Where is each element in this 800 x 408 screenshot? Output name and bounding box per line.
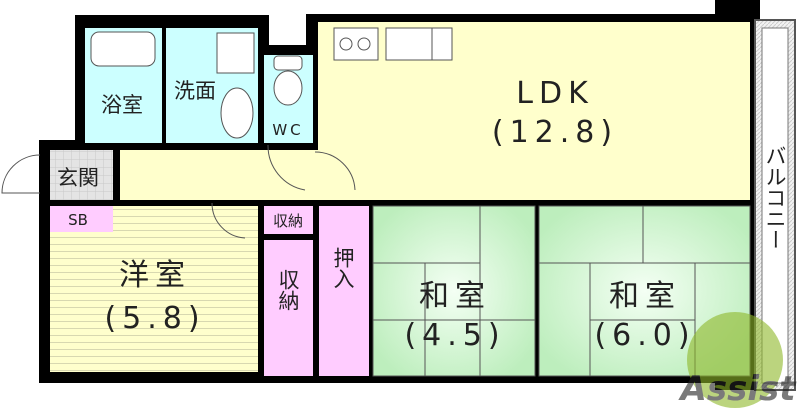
entrance-label: 玄関 bbox=[57, 166, 99, 190]
shoebox bbox=[50, 206, 113, 232]
kitchen-sink-icon bbox=[385, 27, 433, 61]
ldk-size: (12.8) bbox=[492, 115, 618, 150]
stove-icon bbox=[333, 27, 379, 61]
tatami-lines-2 bbox=[539, 206, 750, 376]
washroom-label: 洗面 bbox=[174, 79, 216, 103]
ldk-label: LDK bbox=[516, 76, 594, 111]
closet-label: 押入 bbox=[331, 247, 355, 289]
japanese-room-2-label: 和室 bbox=[609, 279, 681, 314]
western-room-size: (5.8) bbox=[104, 301, 205, 336]
washing-machine-icon bbox=[216, 32, 255, 74]
japanese-room-1 bbox=[372, 205, 536, 377]
storage-small bbox=[264, 206, 313, 234]
japanese-room-1-size: (4.5) bbox=[404, 318, 505, 353]
western-room bbox=[50, 206, 258, 372]
bath-label: 浴室 bbox=[101, 93, 143, 117]
western-room-label: 洋室 bbox=[119, 258, 191, 293]
entrance bbox=[50, 150, 113, 200]
door-swing-icon bbox=[211, 144, 356, 239]
closet bbox=[319, 206, 369, 376]
tatami-lines-1 bbox=[373, 206, 535, 376]
storage-small-label: 収納 bbox=[273, 212, 303, 230]
entry-door-icon bbox=[1, 154, 41, 194]
balcony-label: バルコニー bbox=[763, 145, 787, 250]
toilet-icon bbox=[273, 70, 303, 106]
hallway bbox=[120, 150, 318, 200]
storage-tall bbox=[264, 240, 313, 376]
shoebox-label: SB bbox=[68, 211, 88, 229]
japanese-room-2-size: (6.0) bbox=[594, 318, 695, 353]
ldk-room bbox=[318, 22, 750, 200]
storage-tall-label: 収納 bbox=[276, 269, 300, 311]
bathtub bbox=[90, 31, 156, 67]
sink-icon bbox=[220, 87, 254, 139]
wc-label: WC bbox=[272, 121, 303, 139]
assist-watermark-logo: Assist bbox=[678, 312, 798, 408]
watermark-text: Assist bbox=[678, 369, 798, 408]
japanese-room-1-label: 和室 bbox=[419, 279, 491, 314]
